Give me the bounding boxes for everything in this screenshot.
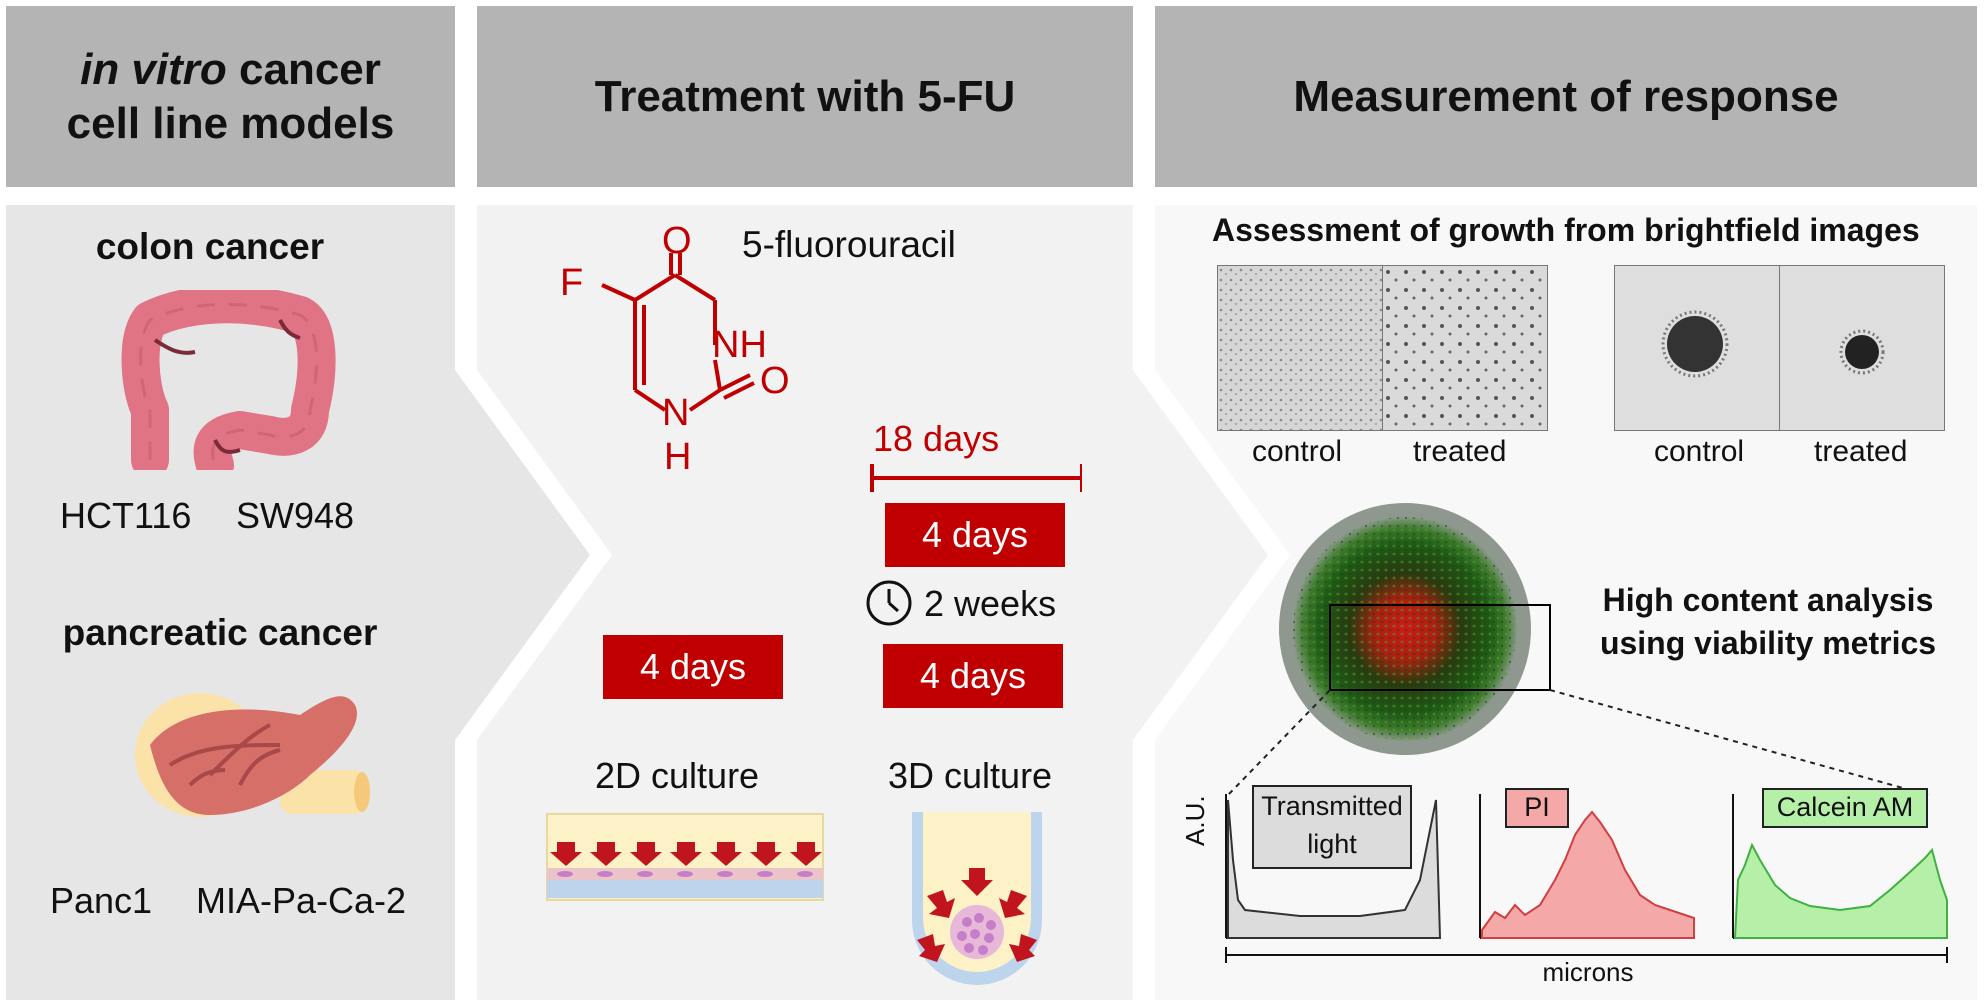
colon-cancer-title: colon cancer [95, 226, 325, 267]
brightfield-2d-control [1217, 265, 1383, 431]
colon-icon [121, 290, 336, 470]
header-models-line2: cell line models [66, 98, 395, 148]
header-models: in vitro cancer cell line models [6, 6, 455, 187]
brightfield-2d-treated [1382, 265, 1548, 431]
drug-name: 5-fluorouracil [742, 224, 956, 265]
profile-label-pi: PI [1505, 788, 1569, 828]
atom-h-bottom: H [664, 436, 691, 478]
culture-2d-dish [546, 813, 824, 901]
header-measurement: Measurement of response [1155, 6, 1977, 187]
header-models-italic: in vitro [80, 44, 227, 94]
pancreatic-cancer-title: pancreatic cancer [62, 612, 378, 653]
span-label: 18 days [873, 418, 1000, 459]
interval-label: 2 weeks [924, 583, 1057, 624]
atom-nh-right: NH [712, 324, 767, 366]
atom-f: F [560, 262, 583, 304]
label-3d-control: control [1654, 435, 1745, 468]
brightfield-3d-treated [1779, 265, 1945, 431]
xaxis-label: microns [1542, 957, 1634, 987]
header-models-rest: cancer [226, 44, 381, 94]
colon-line-hct116: HCT116 [60, 495, 192, 536]
label-3d-treated: treated [1814, 435, 1908, 468]
culture-3d-label: 3D culture [888, 755, 1053, 796]
label-2d-control: control [1252, 435, 1343, 468]
yaxis-label: A.U. [1180, 795, 1210, 846]
atom-n-bottom: N [662, 392, 689, 434]
fluorouracil-structure: O F NH O N H [560, 225, 790, 478]
hca-line2: using viability metrics [1599, 625, 1937, 661]
box-3d-top: 4 days [885, 503, 1065, 567]
culture-3d-well [912, 812, 1042, 985]
treatment-panel [477, 205, 1268, 1000]
growth-title: Assessment of growth from brightfield im… [1212, 212, 1920, 248]
culture-2d-label: 2D culture [595, 755, 760, 796]
pancreatic-line-panc1: Panc1 [50, 880, 153, 921]
profile-label-transmitted-line1: Transmitted [1261, 791, 1403, 821]
span-bracket [870, 464, 1082, 492]
box-2d: 4 days [603, 635, 783, 699]
profile-label-transmitted: Transmitted light [1252, 785, 1412, 869]
header-measurement-label: Measurement of response [1293, 71, 1839, 121]
clock-icon [866, 580, 912, 626]
profile-label-transmitted-line2: light [1307, 829, 1357, 859]
profile-label-calcein: Calcein AM [1762, 788, 1928, 828]
header-treatment-label: Treatment with 5-FU [594, 71, 1016, 121]
atom-o-right: O [760, 360, 790, 402]
pancreatic-line-mia: MIA-Pa-Ca-2 [196, 880, 407, 921]
box-3d-bottom: 4 days [883, 644, 1063, 708]
label-2d-treated: treated [1413, 435, 1507, 468]
hca-line1: High content analysis [1602, 582, 1934, 618]
header-treatment: Treatment with 5-FU [477, 6, 1133, 187]
colon-line-sw948: SW948 [236, 495, 355, 536]
atom-o-top: O [662, 225, 692, 262]
pancreas-icon [135, 693, 370, 817]
brightfield-3d-control [1614, 265, 1780, 431]
